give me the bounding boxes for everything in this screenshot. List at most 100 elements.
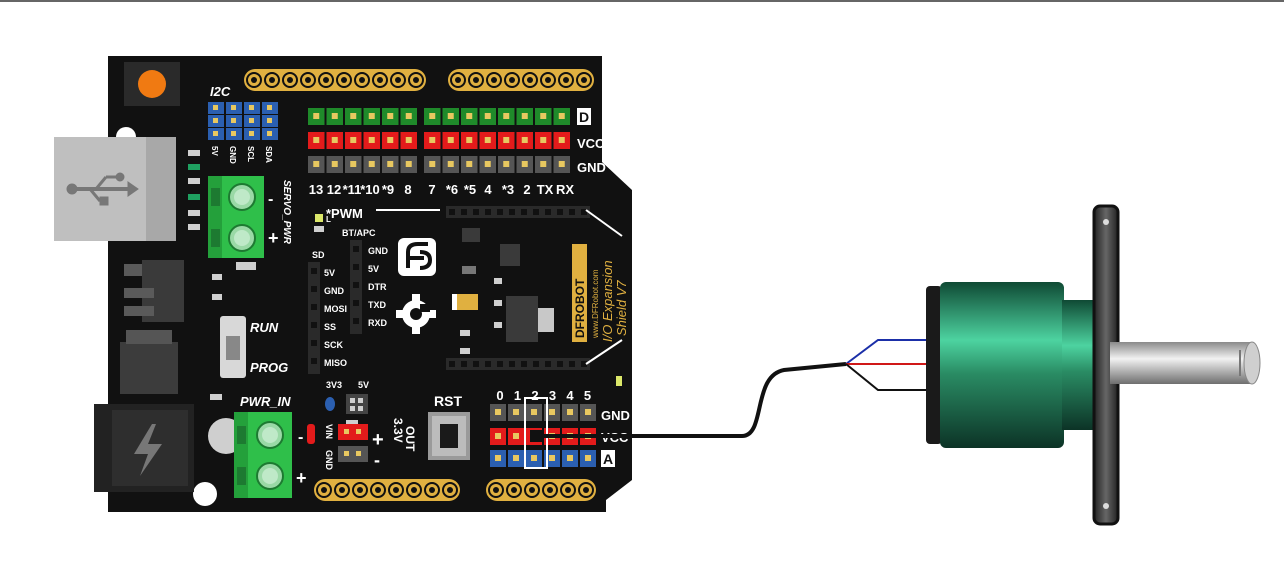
pin-contact xyxy=(484,137,491,143)
pin-contact xyxy=(368,113,375,119)
sd-header xyxy=(308,262,320,374)
header-socket[interactable] xyxy=(521,209,527,215)
header-socket[interactable] xyxy=(545,209,551,215)
red-led xyxy=(307,424,315,444)
out-minus: - xyxy=(374,450,380,470)
run-label: RUN xyxy=(250,320,279,335)
inner-header-bar xyxy=(446,358,590,370)
header-socket[interactable] xyxy=(569,209,575,215)
pin-contact xyxy=(531,409,537,415)
bt-pin[interactable] xyxy=(353,264,359,270)
reset-button[interactable] xyxy=(138,70,166,98)
header-socket-hole xyxy=(565,487,571,493)
header-socket-hole xyxy=(375,487,381,493)
pin-contact xyxy=(405,161,412,167)
sd-pin-label: SCK xyxy=(324,340,344,350)
header-socket[interactable] xyxy=(449,361,455,367)
bt-pin[interactable] xyxy=(353,300,359,306)
sd-pin-label: GND xyxy=(324,286,345,296)
gear-logo-icon xyxy=(396,294,436,334)
pin-contact xyxy=(513,409,519,415)
header-socket-hole xyxy=(581,77,587,83)
sd-pin[interactable] xyxy=(311,286,317,292)
pin-contact xyxy=(267,131,272,136)
digital-pin-number: 12 xyxy=(327,182,341,197)
header-socket[interactable] xyxy=(473,361,479,367)
header-socket[interactable] xyxy=(509,209,515,215)
motor-collar xyxy=(1062,300,1094,430)
ic-chip xyxy=(500,244,520,266)
header-socket[interactable] xyxy=(473,209,479,215)
pin-contact xyxy=(495,409,501,415)
vin-label: VIN xyxy=(324,424,334,439)
header-socket[interactable] xyxy=(569,361,575,367)
header-socket[interactable] xyxy=(581,361,587,367)
header-socket[interactable] xyxy=(557,209,563,215)
run-prog-switch-knob xyxy=(226,336,240,360)
bt-pin[interactable] xyxy=(353,246,359,252)
bt-apc-label: BT/APC xyxy=(342,228,376,238)
led-resistor xyxy=(314,226,324,232)
pin-contact xyxy=(503,161,510,167)
pin-contact xyxy=(466,137,473,143)
row-vcc-label: VCC xyxy=(577,136,605,151)
crystal-cap xyxy=(452,294,457,310)
header-socket[interactable] xyxy=(533,361,539,367)
header-socket-hole xyxy=(491,77,497,83)
sd-pin[interactable] xyxy=(311,268,317,274)
crystal xyxy=(452,294,478,310)
pin-contact xyxy=(495,455,501,461)
pin-contact xyxy=(313,137,320,143)
header-socket[interactable] xyxy=(509,361,515,367)
smd xyxy=(212,274,222,280)
mount-hole xyxy=(193,482,217,506)
header-socket[interactable] xyxy=(557,361,563,367)
usb-icon xyxy=(66,172,139,206)
pin-contact xyxy=(521,137,528,143)
pin-contact xyxy=(567,409,573,415)
flange-hole xyxy=(1103,219,1109,225)
pin-contact xyxy=(503,137,510,143)
pwr-in-terminal[interactable] xyxy=(234,412,292,498)
rst-button[interactable] xyxy=(428,412,470,460)
bt-pin[interactable] xyxy=(353,318,359,324)
header-socket[interactable] xyxy=(581,209,587,215)
sd-pin[interactable] xyxy=(311,358,317,364)
header-socket[interactable] xyxy=(497,209,503,215)
top-header-left xyxy=(244,69,426,91)
pin-contact xyxy=(350,161,357,167)
header-socket[interactable] xyxy=(449,209,455,215)
header-socket[interactable] xyxy=(521,361,527,367)
sd-pin[interactable] xyxy=(311,340,317,346)
voltage-jumper-pin xyxy=(350,406,355,411)
pin-contact xyxy=(249,131,254,136)
pin-contact xyxy=(503,113,510,119)
servo-pwr-terminal[interactable] xyxy=(208,176,264,258)
header-socket[interactable] xyxy=(485,361,491,367)
header-socket[interactable] xyxy=(485,209,491,215)
header-socket[interactable] xyxy=(545,361,551,367)
header-socket-hole xyxy=(357,487,363,493)
sd-pin[interactable] xyxy=(311,304,317,310)
analog-pin-number: 2 xyxy=(531,388,538,403)
analog-pin-number: 5 xyxy=(584,388,591,403)
analog-pin-number: 4 xyxy=(566,388,574,403)
bt-pin[interactable] xyxy=(353,282,359,288)
smd xyxy=(494,300,502,306)
inner-header xyxy=(446,358,590,370)
header-socket[interactable] xyxy=(461,361,467,367)
header-socket[interactable] xyxy=(497,361,503,367)
pwr-in-label: PWR_IN xyxy=(240,394,291,409)
header-socket[interactable] xyxy=(461,209,467,215)
sd-pin[interactable] xyxy=(311,322,317,328)
voltage-jumper-pin xyxy=(350,398,355,403)
cable-plug xyxy=(530,430,542,442)
servo-pwr-label: SERVO_PWR xyxy=(281,180,292,245)
voltage-jumper[interactable] xyxy=(346,394,368,414)
rst-label: RST xyxy=(434,393,462,409)
digital-pin-number: *11 xyxy=(343,182,362,197)
header-socket[interactable] xyxy=(533,209,539,215)
sd-pin-label: MISO xyxy=(324,358,347,368)
